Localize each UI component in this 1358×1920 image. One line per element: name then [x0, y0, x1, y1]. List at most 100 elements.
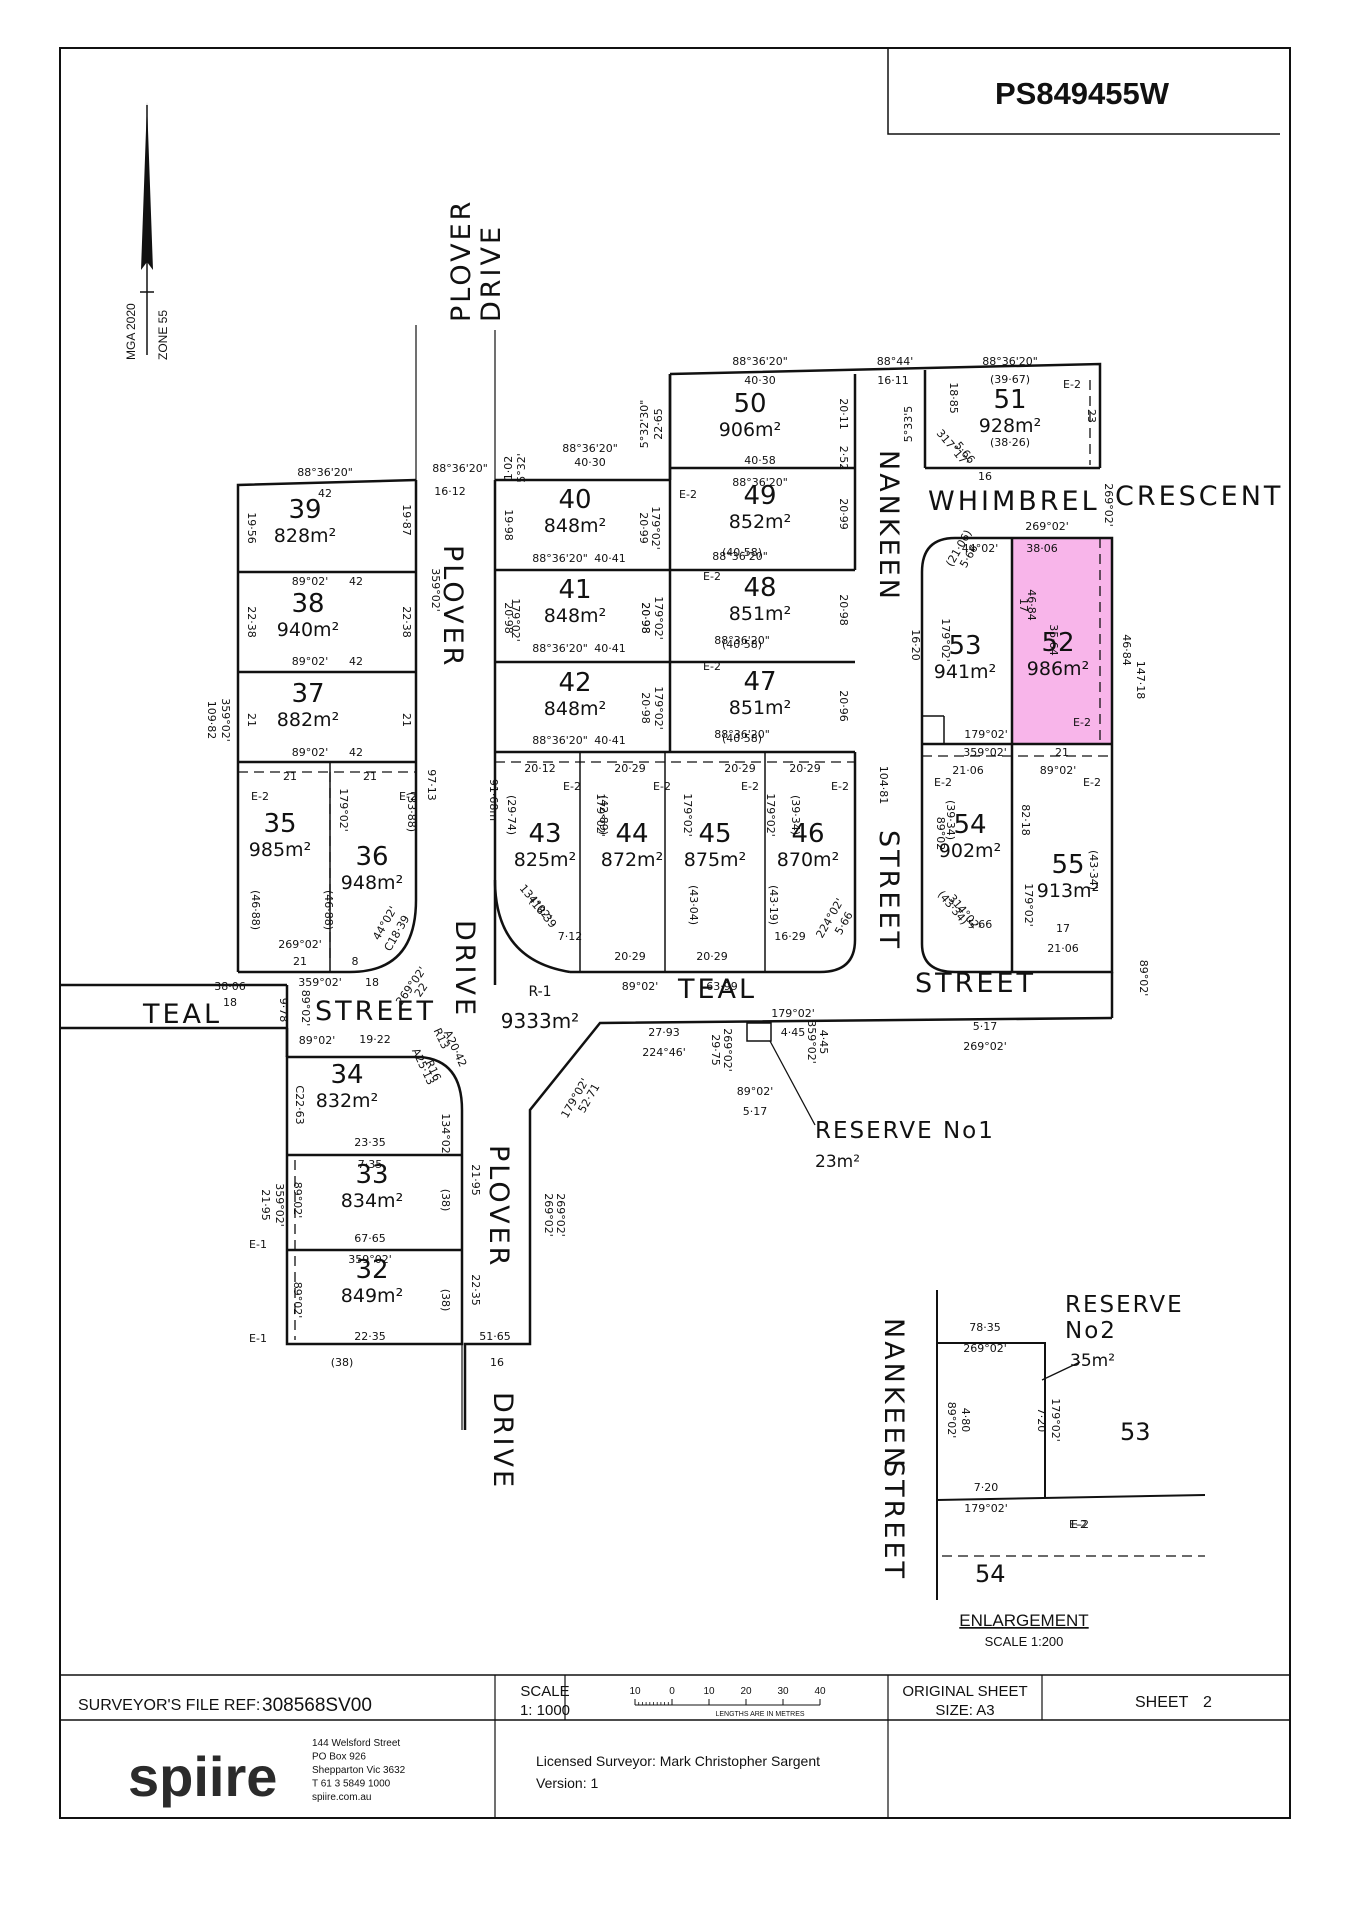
lot-36-area: 948m² [341, 872, 403, 894]
dimension-label: 179°02' [1022, 883, 1035, 927]
road-area: 9333m² [501, 1009, 579, 1033]
dimension-label: 46·84 [1025, 589, 1038, 621]
dimension-label: 4·80 [959, 1408, 972, 1433]
dimension-label: 88°36'20" [732, 355, 788, 368]
dimension-label: 179°02' [964, 728, 1008, 741]
lot-33-area: 834m² [341, 1190, 403, 1212]
address-line: spiire.com.au [312, 1792, 371, 1803]
dimension-label: 22·35 [354, 1330, 386, 1343]
dimension-label: 89°02' [299, 990, 312, 1027]
dimension-label: 20·29 [724, 762, 756, 775]
dimension-label: 78·35 [969, 1321, 1001, 1334]
dimension-label: 5·17 [973, 1020, 998, 1033]
dimension-label: 7·20 [974, 1481, 999, 1494]
reserve-2-label2: No2 [1065, 1318, 1117, 1344]
dimension-label: 269°02' [1102, 483, 1115, 527]
dimension-label: 179°02' [764, 793, 777, 837]
dimension-label: 21·06 [1047, 942, 1079, 955]
dimension-label: 88°36'20" [532, 642, 588, 655]
lot-47-area: 851m² [729, 697, 791, 719]
dimension-label: (43·34) [1087, 850, 1100, 890]
easement-label: E-2 [1083, 776, 1101, 789]
dimension-label: 89°02' [1137, 960, 1150, 997]
dimension-label: (40·58) [722, 732, 762, 745]
address-line: T 61 3 5849 1000 [312, 1779, 391, 1790]
dimension-label: 40·41 [594, 552, 626, 565]
street-plover-mid: PLOVER [437, 545, 468, 668]
dimension-label: 42 [349, 575, 363, 588]
reserve-2-area: 35m² [1070, 1351, 1115, 1371]
dimension-label: 179°02' [964, 1502, 1008, 1515]
dimension-label: 4·80 [0, 0, 12, 3]
dimension-label: 8 [352, 955, 359, 968]
dimension-label: 224°46' [642, 1046, 686, 1059]
street-street-enl: STREET [878, 1460, 909, 1581]
easement-label: E-2 [653, 780, 671, 793]
file-ref-label: SURVEYOR'S FILE REF: [78, 1697, 260, 1714]
street-crescent: CRESCENT [1115, 481, 1283, 512]
sheet-num: 2 [1203, 1694, 1212, 1711]
dimension-label: 20·29 [614, 950, 646, 963]
dimension-label: 20·29 [789, 762, 821, 775]
dimension-label: 40·41 [594, 734, 626, 747]
lot-34-area: 832m² [316, 1090, 378, 1112]
dimension-label: 88°36'20" [712, 550, 768, 563]
dimension-label: 269°02' [1025, 520, 1069, 533]
dimension-label: 20·98 [639, 692, 652, 724]
lot-35-number: 35 [263, 809, 296, 839]
easement-label: E-2 [1063, 378, 1081, 391]
lot-37-number: 37 [291, 679, 324, 709]
dimension-label: 269°02' [721, 1028, 734, 1072]
dimension-label: (42·89) [597, 795, 610, 835]
dimension-label: 22·65 [652, 408, 665, 440]
scale-tick-label: 40 [814, 1686, 826, 1697]
version: Version: 1 [536, 1775, 598, 1791]
lot-47-number: 47 [743, 667, 776, 697]
enlargement-title: ENLARGEMENT [959, 1611, 1088, 1630]
dimension-label: 269°02' [278, 938, 322, 951]
enl-lot-53: 53 [1120, 1418, 1151, 1446]
lot-51-area: 928m² [979, 415, 1041, 437]
dimension-label: 7·35 [358, 1158, 383, 1171]
address-line: Shepparton Vic 3632 [312, 1765, 406, 1776]
dimension-label: 89°02' [737, 1085, 774, 1098]
dimension-label: 269°02' [963, 1040, 1007, 1053]
easement-label: E-2 [1071, 1518, 1089, 1531]
dimension-label: 46·84 [1120, 634, 1133, 666]
dimension-label: 23 [1085, 409, 1098, 423]
dimension-label: 134°02' [439, 1113, 452, 1157]
dimension-label: (43·04) [687, 885, 700, 925]
street-names: PLOVER DRIVE PLOVER DRIVE PLOVER DRIVE W… [142, 199, 1283, 1581]
lot-33-number: 33 [355, 1160, 388, 1190]
dimension-label: 88°36'20" [714, 728, 770, 741]
dimension-label: 89°02' [292, 575, 329, 588]
dimension-label: 38·06 [214, 980, 246, 993]
dimension-label: 18·85 [947, 382, 960, 414]
dimension-label: 22·38 [245, 606, 258, 638]
dimension-label: 22·35 [469, 1274, 482, 1306]
easement-lines [238, 380, 1205, 1557]
lot-54-number: 54 [953, 810, 986, 840]
dimension-label: 179°02' [681, 793, 694, 837]
lot-41-number: 41 [558, 575, 591, 605]
lot-39-number: 39 [288, 495, 321, 525]
dimension-label: 4·45 [817, 1030, 830, 1055]
dimension-label: (43·19) [767, 885, 780, 925]
dimension-label: 89°02' [945, 1402, 958, 1439]
dimension-label: 20·29 [614, 762, 646, 775]
lot-43-number: 43 [528, 819, 561, 849]
lot-50-area: 906m² [719, 419, 781, 441]
lot-39-area: 828m² [274, 525, 336, 547]
lot-45-number: 45 [698, 819, 731, 849]
dimension-label: 27·93 [648, 1026, 680, 1039]
dimension-label: 17 [1017, 598, 1030, 612]
dimension-label: 20·96 [837, 690, 850, 722]
scale-label: SCALE [520, 1683, 569, 1700]
dimension-label: 16·12 [434, 485, 466, 498]
enlargement-detail [936, 1290, 1206, 1600]
easement-label: E-2 [831, 780, 849, 793]
lot-41-area: 848m² [544, 605, 606, 627]
dimension-label: 109·82 [205, 701, 218, 740]
scale-tick-label: 20 [740, 1686, 752, 1697]
